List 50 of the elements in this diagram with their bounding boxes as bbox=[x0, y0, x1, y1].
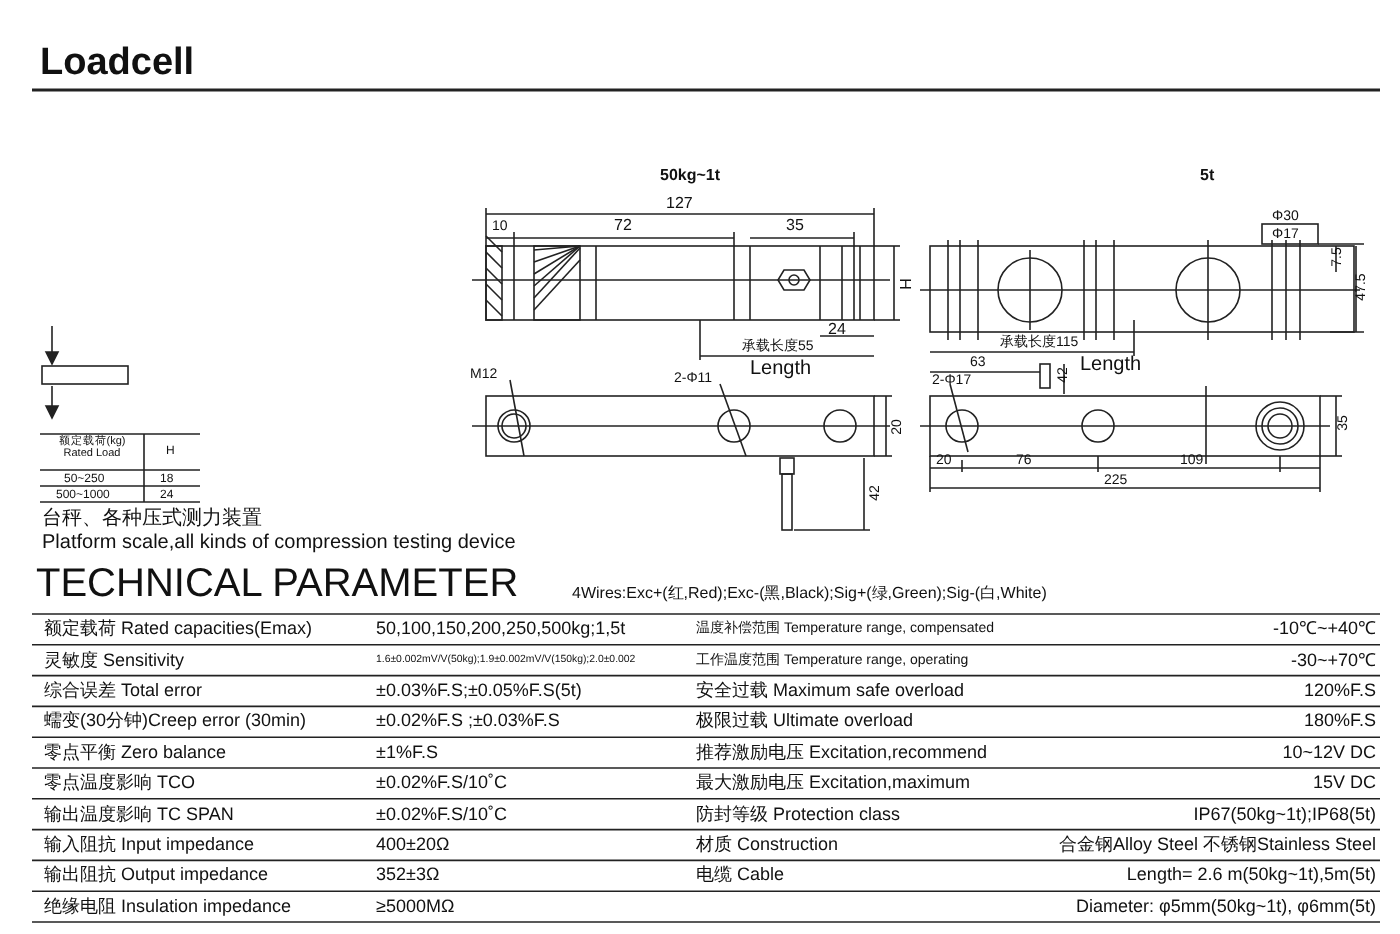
parameter-value: ±0.02%F.S/10˚C bbox=[376, 805, 507, 824]
parameter-value: 400±20Ω bbox=[376, 836, 450, 854]
parameter-name: 电缆 Cable bbox=[696, 866, 785, 885]
dimension-label: H bbox=[895, 278, 912, 290]
parameter-name: 防封等级 Protection class bbox=[696, 805, 901, 824]
parameter-value: ±0.02%F.S ;±0.03%F.S bbox=[376, 712, 560, 731]
parameter-name: 零点温度影响 TCO bbox=[44, 774, 195, 793]
dimension-label: 127 bbox=[666, 196, 693, 212]
parameter-value: -10℃~+40℃ bbox=[1272, 620, 1376, 639]
parameter-value: ±0.02%F.S/10˚C bbox=[376, 774, 507, 793]
parameter-value: Diameter: φ5mm(50kg~1t), φ6mm(5t) bbox=[1076, 897, 1376, 916]
parameter-name: 输出阻抗 Output impedance bbox=[44, 866, 269, 885]
dimension-label: Length bbox=[1080, 356, 1142, 376]
wiring-note: 4Wires:Exc+(红,Red);Exc-(黑,Black);Sig+(绿,Green);Sig-(白,White) bbox=[572, 586, 1047, 602]
parameter-name: 输出温度影响 TC SPAN bbox=[44, 805, 234, 824]
parameter-value: 120%F.S bbox=[1303, 682, 1376, 700]
parameter-name: 绝缘电阻 Insulation impedance bbox=[44, 897, 292, 916]
parameter-value: 50,100,150,200,250,500kg;1,5t bbox=[376, 620, 626, 639]
parameter-value: Length= 2.6 m(50kg~1t),5m(5t) bbox=[1126, 866, 1376, 885]
view-title: 50kg~1t bbox=[660, 168, 721, 184]
parameter-value: ≥5000MΩ bbox=[376, 897, 455, 916]
section-heading: TECHNICAL PARAMETER bbox=[36, 564, 519, 604]
parameter-name: 推荐激励电压 Excitation,recommend bbox=[696, 743, 988, 762]
parameter-value: 180%F.S bbox=[1303, 712, 1376, 731]
dimension-label: 24 bbox=[828, 322, 846, 338]
parameter-name: 蠕变(30分钟)Creep error (30min) bbox=[44, 712, 307, 731]
parameter-value: 15V DC bbox=[1312, 774, 1376, 793]
parameter-name: 材质 Construction bbox=[696, 836, 839, 854]
note-text: Platform scale,all kinds of compression testing device bbox=[42, 534, 516, 554]
page-title: Loadcell bbox=[40, 44, 195, 82]
parameter-name: 极限过载 Ultimate overload bbox=[696, 712, 914, 731]
parameter-value: 合金钢Alloy Steel 不锈钢Stainless Steel bbox=[1058, 836, 1376, 854]
dimension-label: Length bbox=[750, 360, 812, 380]
dimension-label: 72 bbox=[614, 218, 632, 234]
parameter-name: 安全过载 Maximum safe overload bbox=[696, 682, 965, 700]
parameter-name: 零点平衡 Zero balance bbox=[44, 743, 227, 762]
parameter-name: 灵敏度 Sensitivity bbox=[44, 651, 185, 670]
note-text: 台秤、各种压式测力装置 bbox=[42, 510, 262, 530]
parameter-name: 综合误差 Total error bbox=[44, 682, 203, 700]
parameter-value: -30~+70℃ bbox=[1290, 651, 1376, 670]
parameter-value: IP67(50kg~1t);IP68(5t) bbox=[1193, 805, 1376, 824]
parameter-name: 输入阻抗 Input impedance bbox=[44, 836, 255, 854]
parameter-value: 10~12V DC bbox=[1282, 743, 1376, 762]
parameter-name: 最大激励电压 Excitation,maximum bbox=[696, 774, 971, 793]
parameter-name: 额定载荷 Rated capacities(Emax) bbox=[44, 620, 313, 639]
parameter-value: ±1%F.S bbox=[376, 743, 438, 762]
parameter-value: 352±3Ω bbox=[376, 866, 440, 885]
dimension-label: 35 bbox=[786, 218, 804, 234]
view-title: 5t bbox=[1200, 168, 1215, 184]
parameter-value: ±0.03%F.S;±0.05%F.S(5t) bbox=[376, 682, 582, 700]
